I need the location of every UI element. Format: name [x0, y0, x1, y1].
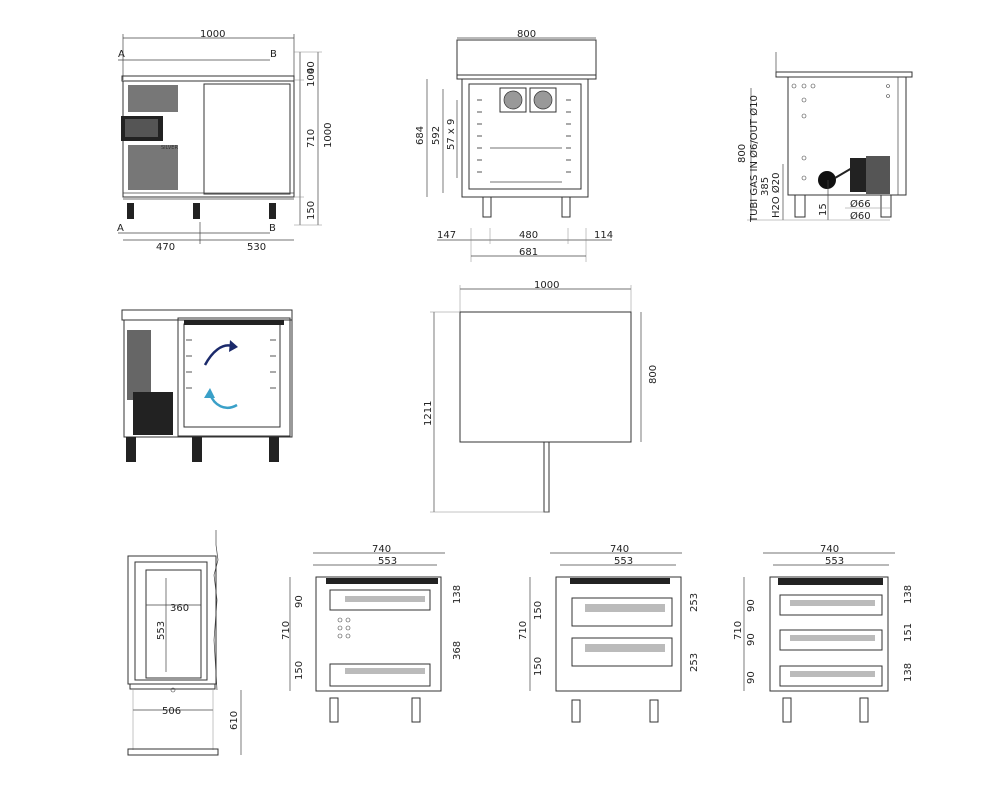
dim-top-depth: 800 — [648, 365, 659, 384]
dim-150a: 150 — [533, 601, 544, 620]
dim-368: 368 — [452, 641, 463, 660]
dim-147: 147 — [437, 230, 456, 241]
front-view: 1000 A B SILVER A B 470 530 — [117, 29, 334, 253]
dim-592: 592 — [431, 126, 442, 145]
dim-114: 114 — [594, 230, 613, 241]
dim-leg-height: 150 — [306, 201, 317, 220]
dim-385: 385 — [760, 177, 771, 196]
side-section-view: 800 684 592 57 x 9 — [415, 29, 613, 262]
dim-door-open: 1211 — [423, 401, 434, 426]
dim-740: 740 — [820, 544, 839, 555]
dim-553: 553 — [614, 556, 633, 567]
dim-480: 480 — [519, 230, 538, 241]
brand-logo: SILVER — [161, 145, 178, 151]
dim-90a: 90 — [746, 599, 757, 612]
dim-740: 740 — [610, 544, 629, 555]
section-a-top: A — [118, 49, 125, 60]
dim-610: 610 — [229, 711, 240, 730]
section-b-top: B — [270, 49, 277, 60]
dim-total-height: 1000 — [323, 123, 334, 148]
dim-body-height: 710 — [306, 129, 317, 148]
dim-553: 553 — [156, 621, 167, 640]
water-label: H2O Ø20 — [770, 172, 782, 218]
drawer-section-view: 360 553 506 610 — [127, 530, 242, 756]
dim-d60: Ø60 — [850, 210, 871, 222]
dim-150b: 150 — [533, 657, 544, 676]
dim-width: 1000 — [200, 29, 225, 40]
dim-710: 710 — [281, 621, 292, 640]
dim-253b: 253 — [689, 653, 700, 672]
dim-360: 360 — [170, 603, 189, 614]
leg — [269, 203, 276, 219]
dim-90c: 90 — [746, 671, 757, 684]
dim-553: 553 — [825, 556, 844, 567]
dim-681: 681 — [519, 247, 538, 258]
dim-740: 740 — [372, 544, 391, 555]
dim-90: 90 — [294, 595, 305, 608]
dim-800: 800 — [737, 144, 748, 163]
section-a-bottom: A — [117, 223, 124, 234]
dim-506: 506 — [162, 706, 181, 717]
dim-90b: 90 — [746, 633, 757, 646]
dim-top-width: 1000 — [534, 280, 559, 291]
dim-57x9: 57 x 9 — [446, 119, 457, 150]
airflow-view — [121, 309, 293, 462]
section-b-bottom: B — [269, 223, 276, 234]
connections-view: 800 TUBI GAS IN Ø6/OUT Ø10 385 H2O Ø20 1… — [737, 52, 913, 223]
dim-553: 553 — [378, 556, 397, 567]
dim-d66: Ø66 — [850, 198, 871, 210]
dim-top: 40 — [306, 61, 317, 74]
dim-710: 710 — [733, 621, 744, 640]
gas-tube-label: TUBI GAS IN Ø6/OUT Ø10 — [748, 95, 760, 223]
dim-684: 684 — [415, 126, 426, 145]
dim-150: 150 — [294, 661, 305, 680]
drawer-config-2: 740 553 710 150 150 253 253 — [518, 544, 700, 723]
dim-15: 15 — [818, 203, 829, 216]
dim-right-part: 530 — [247, 242, 266, 253]
drawer-config-1: 740 553 710 90 150 138 368 — [281, 544, 463, 723]
dim-top-allowance: 100 — [306, 68, 317, 87]
dim-138a: 138 — [903, 585, 914, 604]
dim-138b: 138 — [903, 663, 914, 682]
dim-depth: 800 — [517, 29, 536, 40]
dim-253a: 253 — [689, 593, 700, 612]
airflow-out-arrow — [203, 344, 233, 366]
dim-138: 138 — [452, 585, 463, 604]
drawer-config-3: 740 553 710 90 90 90 138 151 138 — [733, 544, 914, 723]
leg — [193, 203, 200, 219]
dim-151: 151 — [903, 623, 914, 642]
leg — [127, 203, 134, 219]
top-view: 1000 800 1211 — [423, 280, 659, 513]
dim-left-part: 470 — [156, 242, 175, 253]
dim-710: 710 — [518, 621, 529, 640]
